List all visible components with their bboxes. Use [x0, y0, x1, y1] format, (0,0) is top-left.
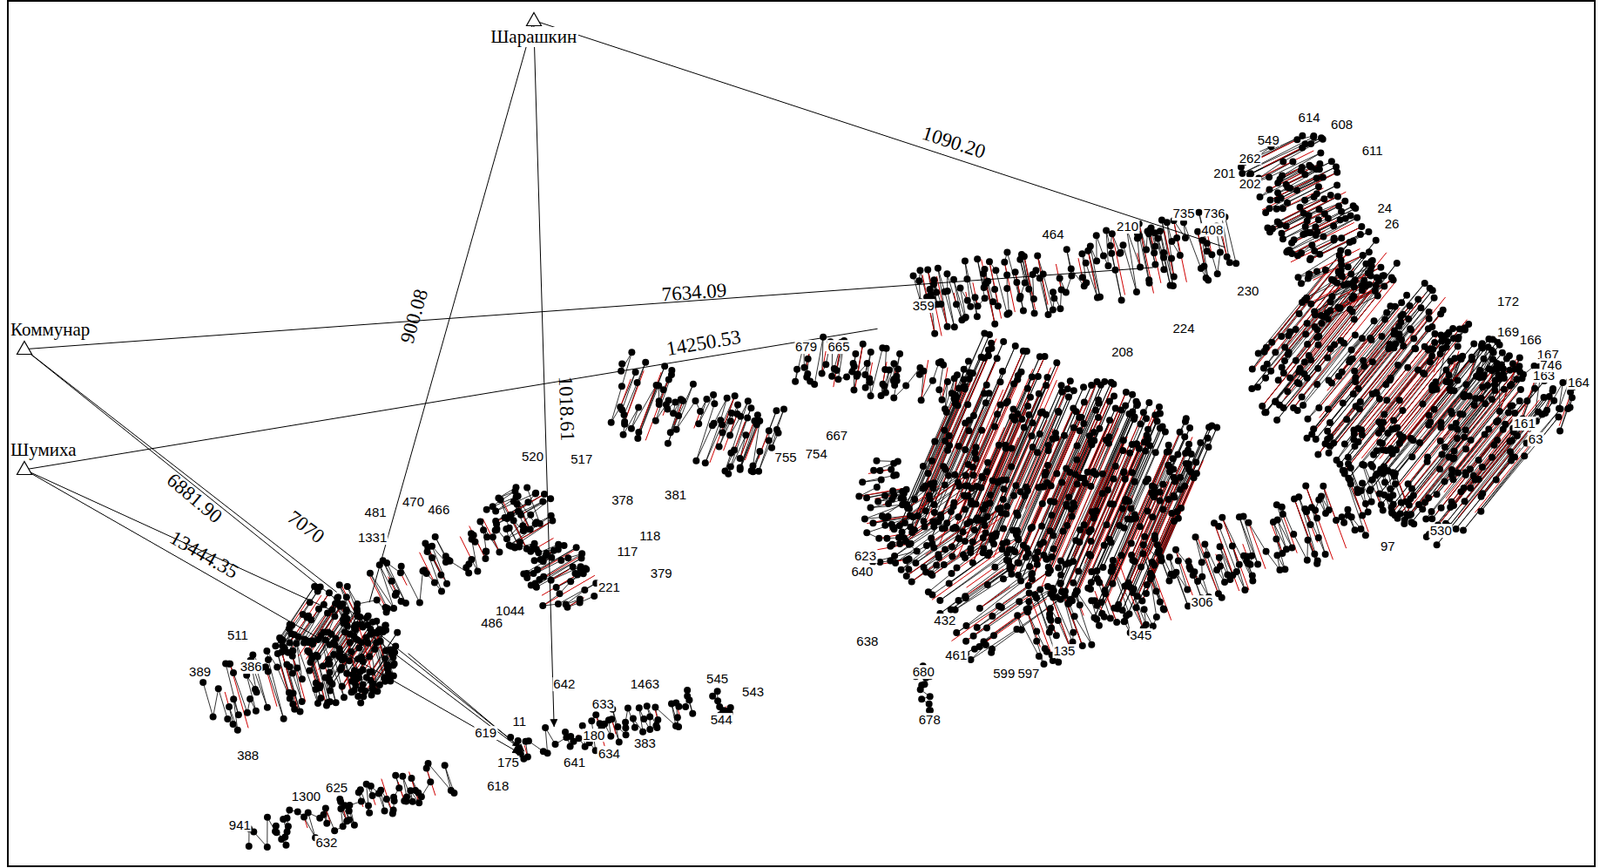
traverse-line	[938, 364, 944, 391]
traverse-line	[218, 688, 229, 719]
traverse-line	[1178, 560, 1188, 590]
traverse-line	[419, 570, 424, 602]
traverse-line	[695, 425, 712, 461]
traverse-line	[233, 672, 248, 713]
traverse-line	[379, 564, 394, 608]
traverse-line	[947, 290, 955, 327]
traverse-line	[1006, 288, 1009, 313]
traverse-line	[401, 566, 420, 603]
traverse-line	[202, 681, 213, 716]
traverse-line	[1096, 235, 1097, 261]
traverse-line	[268, 671, 284, 719]
traverse-line	[987, 568, 1011, 585]
traverse-line	[213, 688, 219, 716]
survey-network	[199, 132, 1580, 851]
traverse-line	[831, 350, 832, 377]
